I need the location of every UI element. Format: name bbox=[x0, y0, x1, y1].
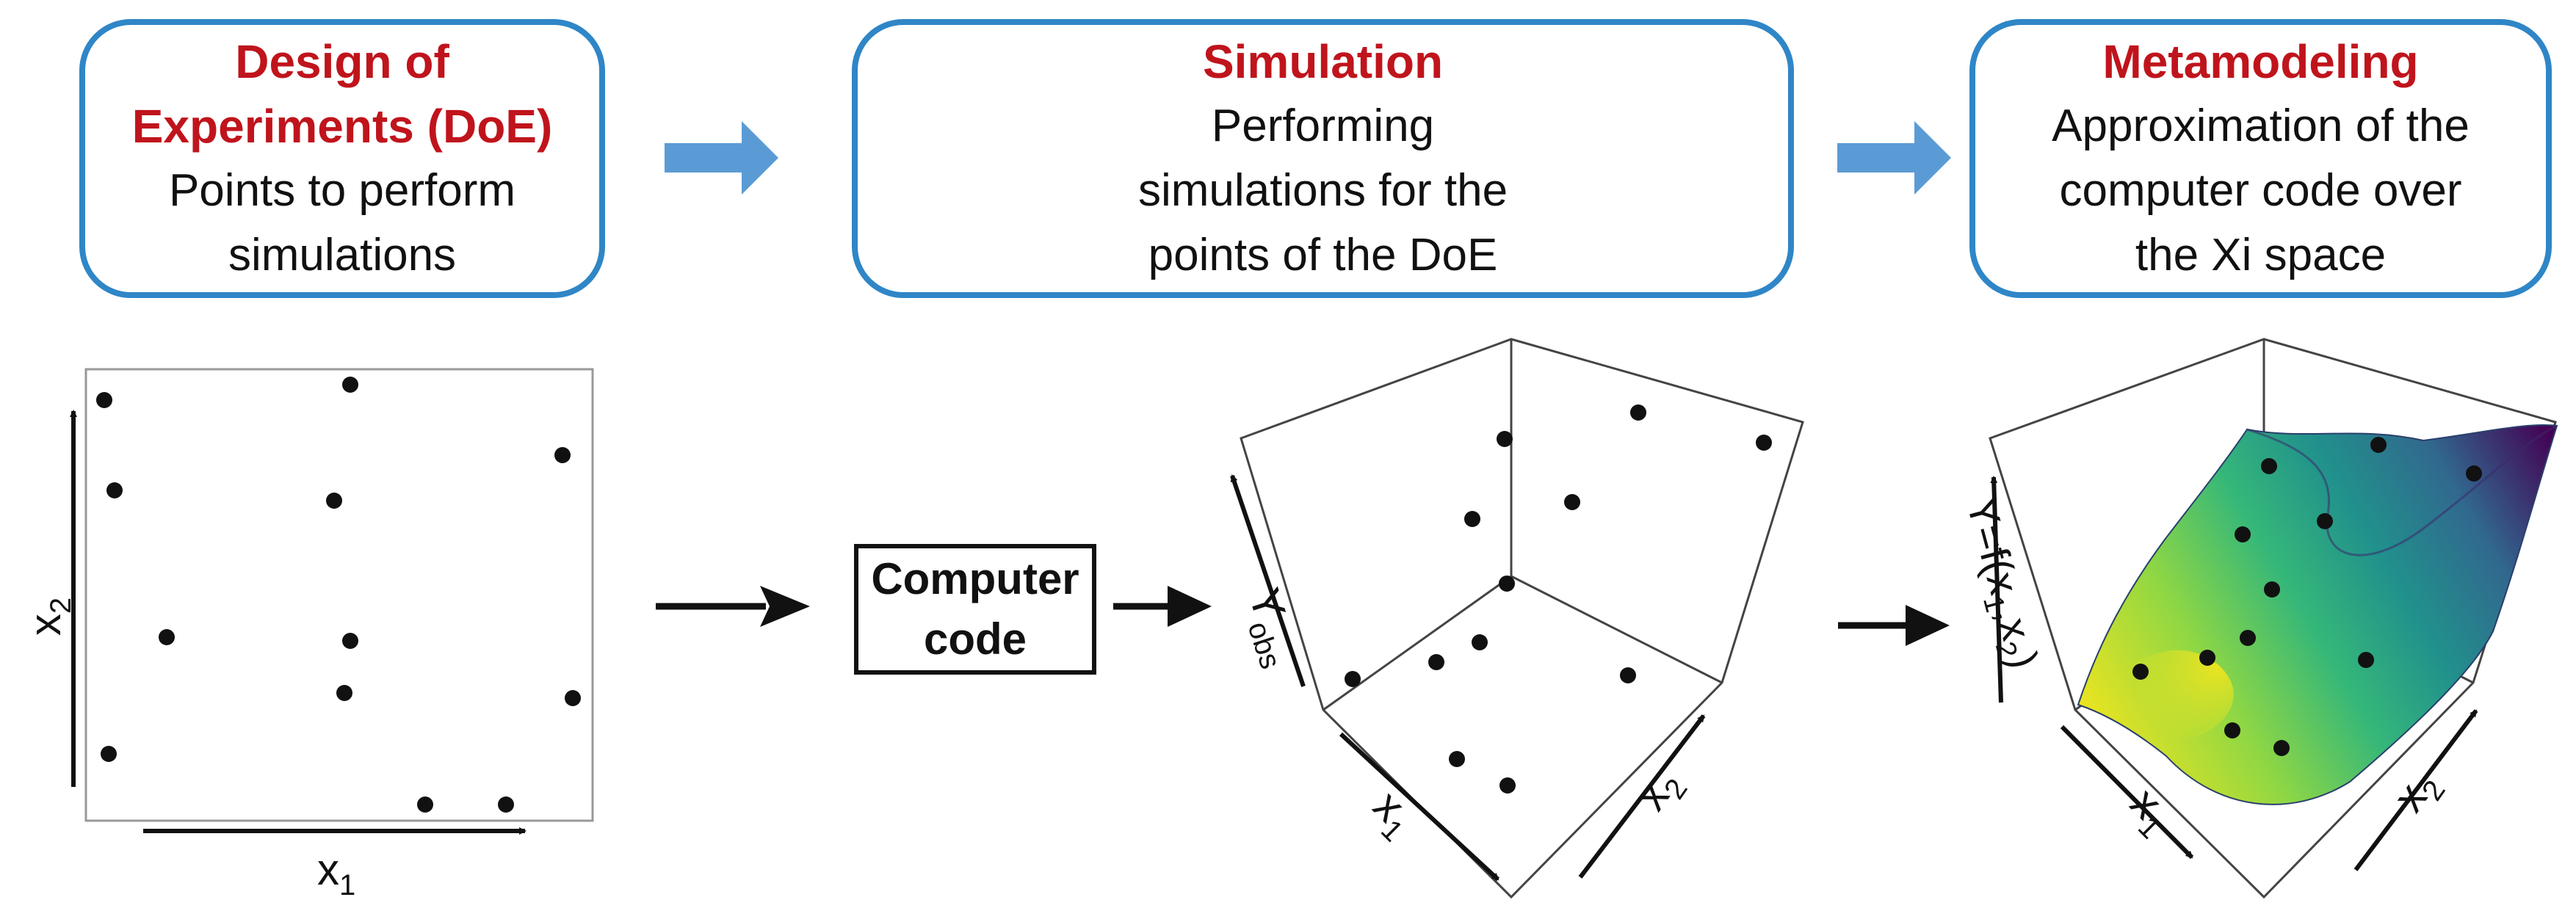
doe-description: Points to perform simulations bbox=[168, 165, 516, 280]
doe-point-5 bbox=[326, 493, 342, 509]
doe-y-axis-label: x2 bbox=[21, 598, 77, 636]
sim-point-7 bbox=[1472, 634, 1488, 650]
meta-point-6 bbox=[2264, 581, 2280, 598]
doe-point-11 bbox=[417, 796, 433, 813]
doe-point-7 bbox=[342, 633, 358, 649]
sim-point-3 bbox=[1756, 435, 1772, 451]
sim-point-6 bbox=[1499, 576, 1515, 592]
meta-point-12 bbox=[2273, 740, 2290, 756]
meta-point-2 bbox=[2370, 437, 2387, 453]
meta-point-4 bbox=[2235, 526, 2251, 542]
flow-arrow-doe-to-sim bbox=[665, 121, 778, 195]
simulation-box: Simulation Performing simulations for th… bbox=[852, 19, 1794, 298]
sim-point-4 bbox=[1564, 494, 1580, 510]
doe-point-2 bbox=[342, 377, 358, 393]
sim-point-8 bbox=[1428, 654, 1444, 670]
doe-point-8 bbox=[336, 685, 352, 701]
meta-point-9 bbox=[2132, 664, 2149, 680]
meta-point-10 bbox=[2358, 652, 2374, 668]
doe-title: Design of Experiments (DoE) bbox=[131, 35, 553, 153]
meta-point-7 bbox=[2240, 630, 2256, 646]
computer-code-line1: Computer bbox=[871, 554, 1079, 603]
simulation-title: Simulation bbox=[1202, 35, 1444, 88]
meta-x2-axis-label: x2 bbox=[2384, 761, 2452, 824]
meta-point-1 bbox=[2261, 458, 2277, 474]
metamodel-surface bbox=[2077, 424, 2558, 805]
meta-point-3 bbox=[2466, 465, 2482, 482]
sim-point-9 bbox=[1345, 671, 1361, 687]
computer-code-box: Computer code bbox=[854, 544, 1096, 675]
doe-point-4 bbox=[106, 482, 123, 498]
doe-point-1 bbox=[96, 392, 112, 408]
simulation-3d-plot bbox=[1240, 338, 1804, 899]
doe-scatter-plot: x1 x2 bbox=[21, 368, 594, 901]
doe-point-12 bbox=[498, 796, 514, 813]
metamodeling-title: Metamodeling bbox=[2102, 35, 2419, 88]
doe-point-3 bbox=[554, 447, 571, 463]
meta-point-8 bbox=[2199, 650, 2215, 666]
meta-point-5 bbox=[2317, 513, 2333, 529]
meta-y-axis-label: Y=f(x1,x2) bbox=[1952, 493, 2048, 675]
sim-point-10 bbox=[1620, 667, 1636, 683]
sim-point-5 bbox=[1464, 511, 1480, 527]
meta-point-11 bbox=[2224, 722, 2240, 738]
sim-x1-axis-label: x1 bbox=[1359, 781, 1426, 848]
sim-point-2 bbox=[1630, 404, 1646, 421]
sim-point-12 bbox=[1499, 777, 1516, 794]
meta-x1-axis-label: x1 bbox=[2116, 778, 2183, 845]
flow-arrow-sim-to-meta bbox=[1837, 121, 1951, 195]
metamodeling-description: Approximation of the computer code over … bbox=[2052, 101, 2470, 280]
doe-point-10 bbox=[101, 746, 117, 762]
computer-code-line2: code bbox=[923, 614, 1027, 664]
simulation-description: Performing simulations for the points of… bbox=[1137, 101, 1508, 280]
sim-point-1 bbox=[1497, 431, 1513, 447]
metamodeling-box: Metamodeling Approximation of the comput… bbox=[1969, 19, 2552, 298]
doe-point-6 bbox=[159, 629, 175, 645]
doe-x-axis-label: x1 bbox=[317, 845, 355, 901]
doe-point-9 bbox=[565, 690, 581, 706]
doe-box: Design of Experiments (DoE) Points to pe… bbox=[79, 19, 605, 298]
sim-point-11 bbox=[1449, 751, 1465, 767]
